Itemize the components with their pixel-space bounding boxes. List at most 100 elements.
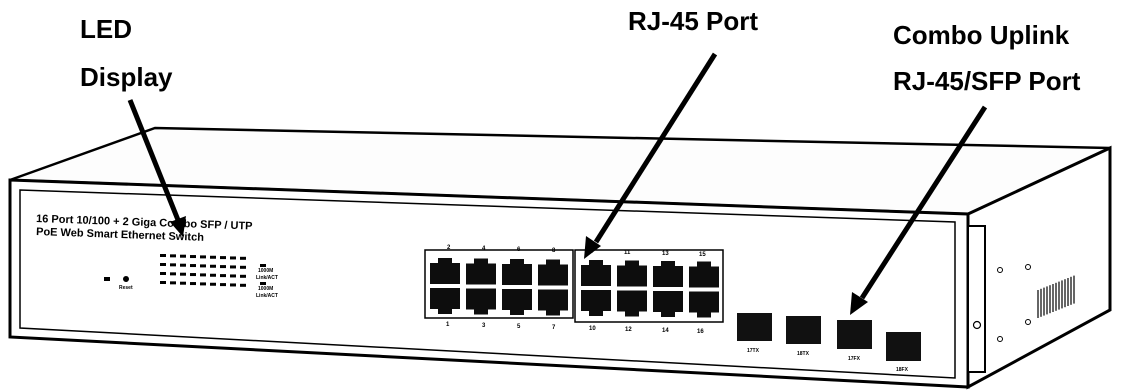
port-number: 14 (662, 328, 669, 334)
led-matrix (160, 254, 246, 287)
uplink-label: 18FX (896, 367, 909, 373)
side-screw-icon (1025, 264, 1031, 270)
arrow-rj45-shaft (593, 52, 718, 244)
uplink-port-17tx (737, 313, 772, 341)
arrow-led-shaft (127, 99, 181, 221)
side-screw-icon (1025, 319, 1031, 325)
port-number: 3 (482, 323, 486, 329)
port-number: 12 (625, 327, 632, 333)
rj45-port (502, 289, 532, 315)
callout-led-line2: Display (80, 62, 173, 92)
led-indicator-icon (210, 273, 216, 277)
device-title-line2: PoE Web Smart Ethernet Switch (36, 226, 204, 244)
uplink-port-18fx (886, 332, 921, 361)
callout-led-line1: LED (80, 14, 132, 44)
rj45-port (653, 291, 683, 317)
arrow-combo-shaft (859, 105, 988, 300)
rj45-port (689, 291, 719, 318)
port-number: 4 (482, 246, 486, 252)
led-indicator-icon (240, 283, 246, 287)
led-indicator-icon (190, 273, 196, 277)
rj45-port (430, 288, 460, 314)
led-indicator-icon (230, 256, 236, 260)
led-indicator-icon (240, 274, 246, 278)
led-indicator-icon (180, 272, 186, 276)
led-indicator-icon (190, 264, 196, 268)
led-indicator-icon (200, 282, 206, 286)
reset-label: Reset (119, 285, 133, 291)
legend-led-icon (260, 282, 266, 285)
led-legend: 1000M Link/ACT 1000M Link/ACT (256, 264, 278, 299)
arrow-led-head-icon (170, 216, 186, 237)
uplink-label: 17TX (747, 348, 760, 354)
uplink-port-17fx (837, 320, 872, 349)
led-indicator-icon (190, 282, 196, 286)
led-indicator-icon (220, 283, 226, 287)
callout-rj45: RJ-45 Port (628, 6, 759, 36)
port-number: 8 (552, 248, 556, 254)
callout-combo-line1: Combo Uplink (893, 20, 1070, 50)
status-led-icon (104, 277, 110, 281)
led-indicator-icon (170, 272, 176, 276)
led-indicator-icon (230, 265, 236, 269)
led-legend-label: Link/ACT (256, 275, 278, 281)
rj45-port (581, 290, 611, 316)
port-number: 6 (517, 247, 521, 253)
led-indicator-icon (180, 254, 186, 258)
led-indicator-icon (160, 281, 166, 284)
rj45-ports (430, 258, 719, 318)
led-indicator-icon (220, 265, 226, 269)
led-indicator-icon (170, 254, 176, 258)
led-indicator-icon (180, 281, 186, 285)
legend-led-icon (260, 264, 266, 267)
led-indicator-icon (230, 274, 236, 278)
side-screw-icon (997, 336, 1003, 342)
led-indicator-icon (170, 263, 176, 267)
rj45-port (689, 261, 719, 288)
uplink-port-18tx (786, 316, 821, 344)
port-number: 11 (624, 250, 631, 256)
port-number: 7 (552, 325, 556, 331)
led-indicator-icon (240, 265, 246, 269)
rj45-port (430, 258, 460, 284)
port-number: 13 (662, 251, 669, 257)
led-indicator-icon (230, 283, 236, 287)
led-legend-label: 1000M (258, 286, 273, 292)
reset-button[interactable] (123, 276, 129, 282)
led-indicator-icon (190, 255, 196, 259)
led-indicator-icon (200, 255, 206, 259)
side-screw-icon (997, 267, 1003, 273)
rj45-port (653, 261, 683, 287)
led-indicator-icon (160, 263, 166, 266)
port-number: 16 (697, 329, 704, 335)
led-indicator-icon (220, 256, 226, 260)
led-legend-label: 1000M (258, 268, 273, 274)
led-indicator-icon (160, 272, 166, 275)
led-indicator-icon (160, 254, 166, 257)
rj45-port (502, 259, 532, 285)
front-panel-border (19, 189, 956, 379)
arrow-combo-head-icon (850, 292, 868, 315)
led-indicator-icon (240, 256, 246, 260)
port-number: 10 (589, 326, 596, 332)
port-number: 5 (517, 324, 521, 330)
uplink-label: 17FX (848, 356, 861, 362)
led-indicator-icon (170, 281, 176, 285)
port-number: 15 (699, 252, 706, 258)
side-vent (1037, 275, 1075, 318)
led-indicator-icon (210, 282, 216, 286)
led-indicator-icon (200, 273, 206, 277)
led-indicator-icon (220, 274, 226, 278)
rj45-port (581, 260, 611, 286)
arrow-rj45-head-icon (584, 236, 601, 259)
led-indicator-icon (200, 264, 206, 268)
rack-ear (967, 225, 986, 373)
callout-combo-line2: RJ-45/SFP Port (893, 66, 1081, 96)
uplink-label: 18TX (797, 351, 810, 357)
rj45-port (538, 289, 568, 316)
rj45-port (617, 290, 647, 317)
led-indicator-icon (180, 263, 186, 267)
rj45-port (466, 258, 496, 285)
led-indicator-icon (210, 264, 216, 268)
